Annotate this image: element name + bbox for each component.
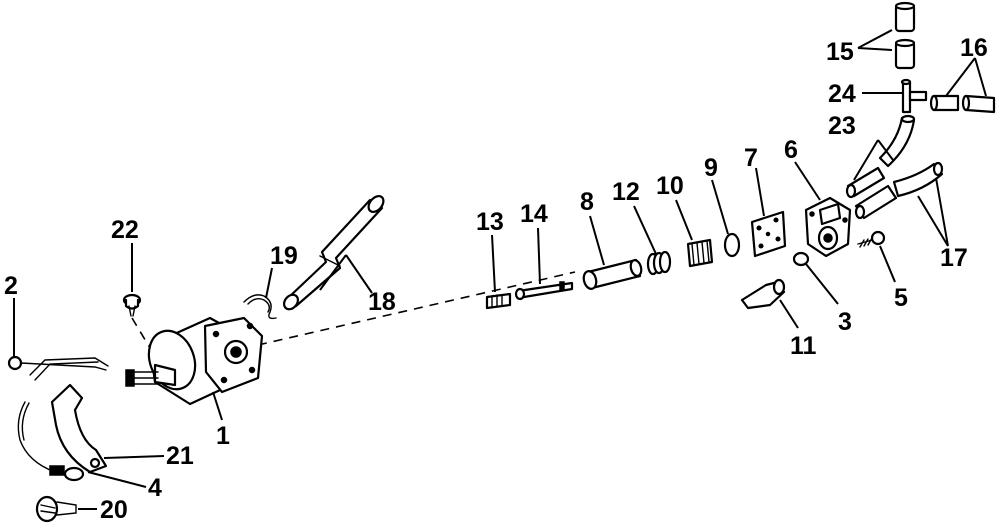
part-19-clip — [243, 294, 277, 320]
part-7-diaphragm-plate — [750, 210, 787, 258]
callout-1: 1 — [216, 422, 230, 450]
callout-labels: 2 22 1 19 18 13 14 8 12 10 9 7 6 3 11 5 … — [4, 34, 988, 524]
callout-22: 22 — [111, 216, 139, 244]
part-24-tee-fitting — [900, 78, 928, 114]
part-14-plunger-rod — [514, 281, 574, 301]
part-8-sleeve — [582, 258, 643, 290]
part-16-hose — [929, 94, 996, 114]
callout-17: 17 — [940, 244, 968, 272]
part-4-ground-lead — [17, 401, 85, 482]
part-5-screw — [857, 230, 886, 248]
part-2-wire-terminal — [7, 355, 109, 381]
part-21-clamp — [50, 383, 108, 474]
part-22-screw — [122, 293, 142, 317]
callout-2: 2 — [4, 272, 18, 300]
callout-4: 4 — [148, 474, 162, 502]
part-17-hose — [854, 161, 944, 220]
callout-16: 16 — [960, 34, 988, 62]
callout-24: 24 — [828, 80, 856, 108]
callout-18: 18 — [368, 288, 396, 316]
callout-21: 21 — [166, 442, 194, 470]
part-18-hose — [283, 195, 385, 311]
part-11-elbow — [740, 278, 786, 310]
callout-15: 15 — [826, 38, 854, 66]
callout-8: 8 — [580, 188, 594, 216]
part-13-spring — [485, 292, 512, 310]
callout-3: 3 — [838, 308, 852, 336]
callout-14: 14 — [520, 200, 548, 228]
part-15-hose — [894, 1, 916, 70]
callout-7: 7 — [744, 144, 758, 172]
callout-9: 9 — [704, 154, 718, 182]
callout-19: 19 — [270, 242, 298, 270]
part-12-spring — [646, 250, 672, 276]
callout-23: 23 — [828, 112, 856, 140]
callout-11: 11 — [790, 332, 817, 360]
callout-5: 5 — [894, 284, 908, 312]
callout-13: 13 — [476, 208, 504, 236]
leader-lines — [13, 29, 987, 510]
callout-10: 10 — [656, 172, 684, 200]
part-9-disc — [723, 232, 741, 258]
callout-6: 6 — [784, 136, 798, 164]
part-10-coil-spring — [686, 238, 714, 268]
callout-12: 12 — [612, 178, 640, 206]
part-3-o-ring — [792, 251, 810, 267]
part-1-solenoid — [125, 316, 264, 406]
part-6-pump-housing — [804, 196, 852, 258]
part-20-screw — [35, 495, 77, 523]
callout-20: 20 — [100, 496, 128, 524]
assembly-axis-line — [131, 271, 576, 349]
